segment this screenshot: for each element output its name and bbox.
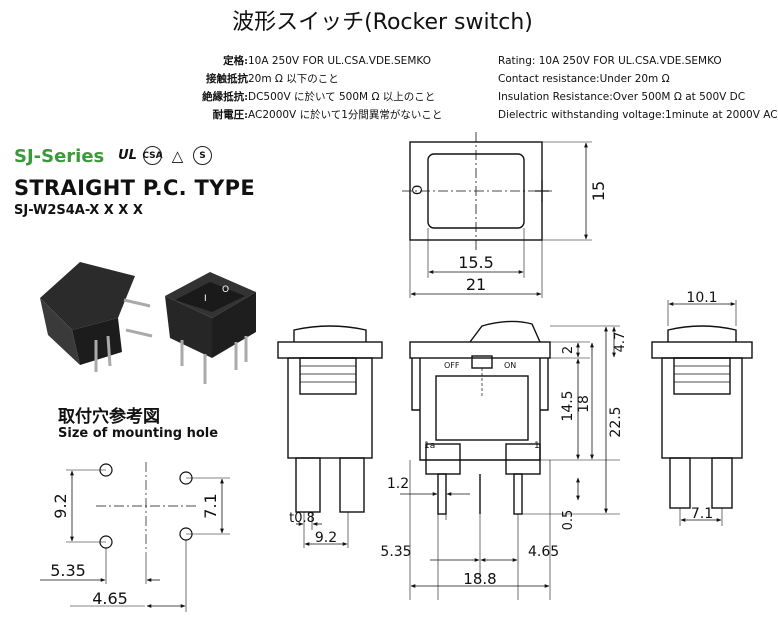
dim-pin-width-1-2: 1.2	[387, 476, 409, 492]
dim-top-width-inner: 15.5	[458, 253, 494, 272]
dim-hole-7-1: 7.1	[201, 493, 220, 518]
top-view-off-symbol: O	[411, 185, 426, 195]
csa-mark-icon: CSA	[142, 146, 163, 165]
spec-rating: Rating: 10A 250V FOR UL.CSA.VDE.SEMKO	[498, 55, 722, 67]
dim-pin-thickness: t0.8	[289, 511, 315, 526]
dim-h-14-5: 14.5	[560, 390, 576, 421]
spec-label: 耐電圧:	[212, 109, 248, 121]
left-side-view	[277, 325, 383, 548]
dim-top-width-outer: 21	[466, 275, 486, 294]
terminal-1-label: 1	[534, 441, 540, 451]
dim-h-2: 2	[561, 346, 576, 354]
spec-value: DC500V に於いて 500M Ω 以上のこと	[248, 91, 436, 103]
spec-label: 接触抵抗	[206, 73, 248, 85]
dim-h-4-7: 4.7	[613, 332, 628, 353]
vde-mark-icon: △	[171, 146, 184, 165]
dim-left-5-35: 5.35	[380, 544, 411, 560]
product-type: STRAIGHT P.C. TYPE	[14, 176, 256, 200]
terminal-1a-label: 1a	[424, 441, 435, 451]
switch-on-symbol: O	[222, 285, 229, 295]
spec-value: 20m Ω 以下のこと	[248, 73, 339, 85]
right-side-view	[651, 300, 753, 526]
certification-marks: UL CSA △ S	[118, 146, 212, 165]
dim-pin-0-5: 0.5	[561, 510, 576, 531]
dim-hole-4-65: 4.65	[92, 589, 128, 608]
dim-bottom-18-8: 18.8	[463, 570, 496, 588]
mounting-hole-title-en: Size of mounting hole	[58, 426, 219, 441]
spec-value: 10A 250V FOR UL.CSA.VDE.SEMKO	[248, 55, 431, 67]
semko-mark-icon: S	[193, 146, 212, 165]
on-label: ON	[504, 361, 516, 370]
ul-mark-icon: UL	[118, 148, 137, 163]
spec-list-english: Rating: 10A 250V FOR UL.CSA.VDE.SEMKO Co…	[498, 52, 778, 124]
dim-h-22-5: 22.5	[608, 406, 624, 437]
model-number: SJ-W2S4A-X X X X	[14, 203, 143, 218]
dim-hole-5-35: 5.35	[50, 561, 86, 580]
dim-top-height: 15	[589, 181, 608, 201]
spec-contact-resistance: Contact resistance:Under 20m Ω	[498, 73, 670, 85]
spec-value: AC2000V に於いて1分間異常がないこと	[248, 109, 443, 121]
front-view	[400, 320, 620, 600]
dim-side-top-10-1: 10.1	[686, 290, 717, 306]
spec-label: 絶縁抵抗:	[202, 91, 248, 103]
mounting-hole-diagram	[40, 462, 230, 612]
top-view	[402, 132, 592, 298]
spec-insulation-resistance: Insulation Resistance:Over 500M Ω at 500…	[498, 91, 746, 103]
mounting-hole-title-ja: 取付穴参考図	[58, 407, 160, 427]
dim-side-pin-7-1: 7.1	[691, 506, 713, 522]
off-label: OFF	[444, 361, 460, 370]
switch-off-symbol: I	[204, 294, 207, 304]
page-title: 波形スイッチ(Rocker switch)	[232, 10, 533, 35]
dim-pin-pitch-9-2: 9.2	[315, 530, 337, 546]
spec-dielectric-voltage: Dielectric withstanding voltage:1minute …	[498, 109, 778, 121]
dim-h-18: 18	[576, 395, 592, 413]
dim-right-4-65: 4.65	[528, 544, 559, 560]
series-name: SJ-Series	[14, 146, 105, 167]
product-photo	[40, 262, 256, 384]
dim-hole-9-2: 9.2	[51, 493, 70, 518]
spec-label: 定格:	[223, 55, 248, 67]
